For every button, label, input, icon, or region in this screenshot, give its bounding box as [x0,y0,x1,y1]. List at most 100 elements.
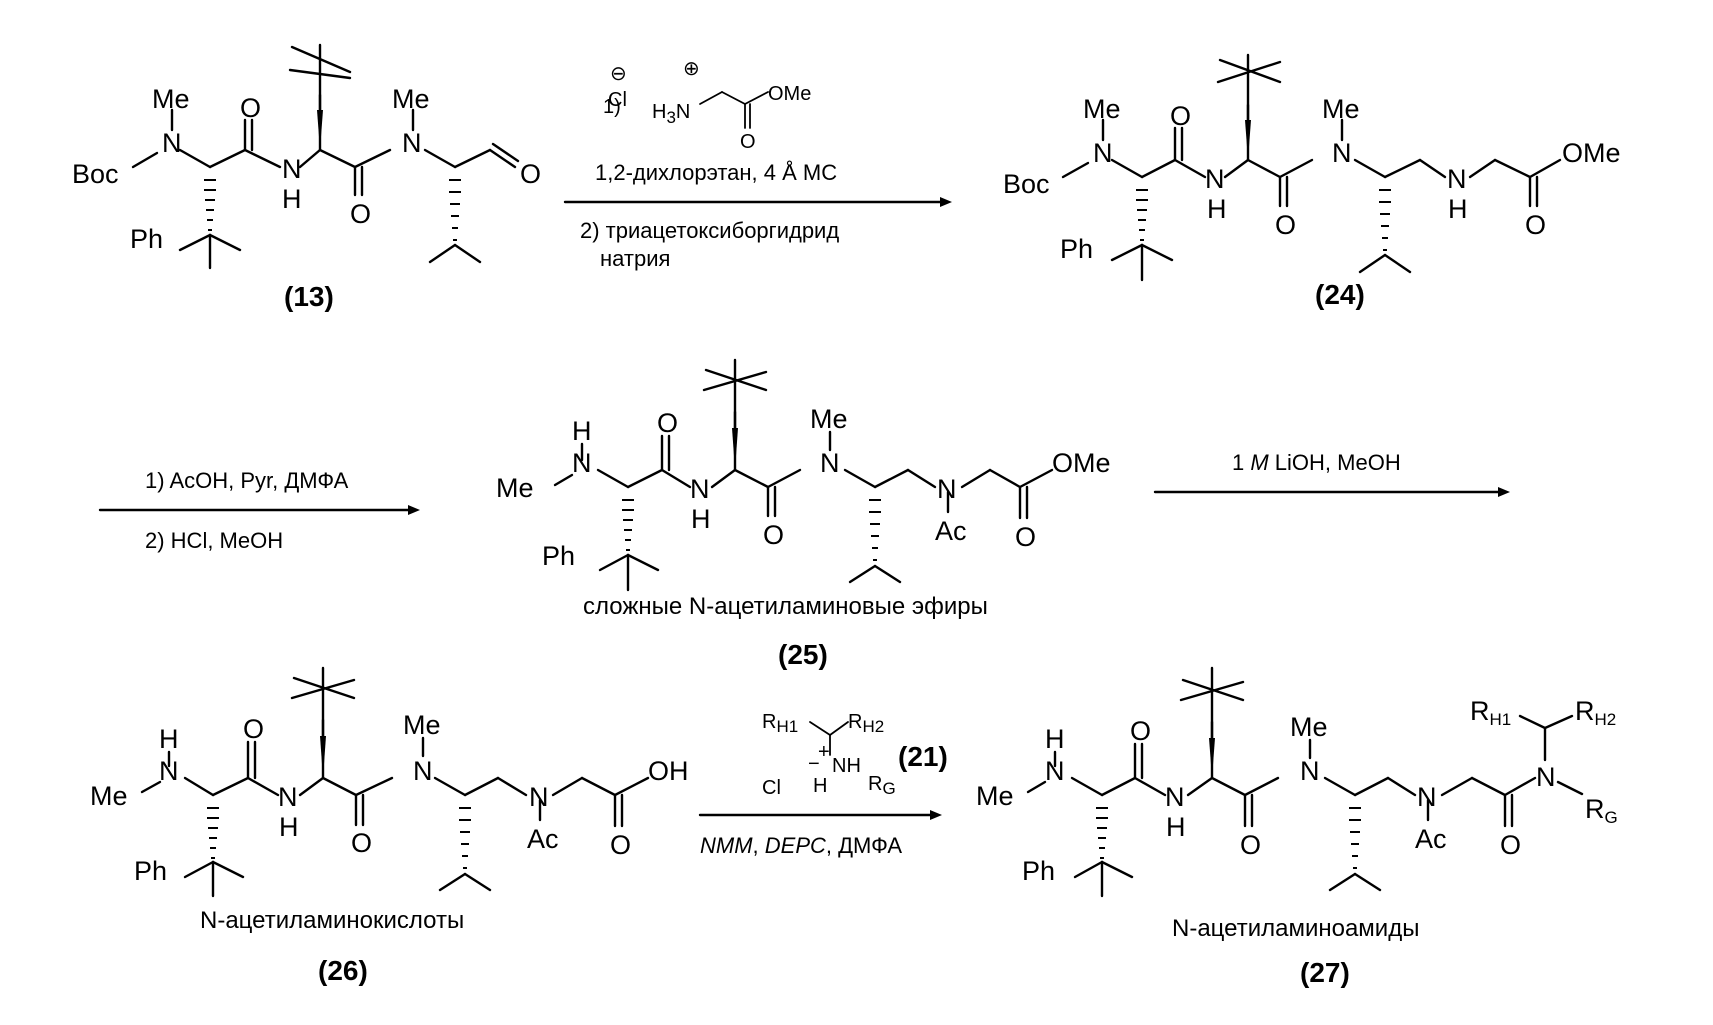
reaction-step-4: RH1 RH2 + − NH Cl H RG (21) NMM, DEPC, Д… [700,711,948,858]
methyl-label: Me [403,710,441,740]
hydrogen-label: H [159,724,179,754]
nitrogen-label: N [1165,782,1185,812]
compound-13: Me N Boc O N H O Me N O Ph (13) [72,45,541,312]
methyl-label: Me [496,473,534,503]
solvent-conditions: 1,2-дихлорэтан, 4 Å МС [595,160,837,185]
acetyl-label: Ac [935,516,967,546]
reducing-agent: 2) триацетоксиборгидрид [580,218,839,243]
hydrogen-label: H [691,504,711,534]
compound-caption: N-ацетиламинокислоты [200,907,464,934]
ammonium-label: H3N [652,101,690,127]
chloride-label: Cl [608,89,627,111]
rh1-label: RH1 [1470,696,1511,729]
methyl-label: Me [1290,712,1328,742]
oxygen-label: O [1240,830,1261,860]
methyl-label: Me [810,404,848,434]
compound-24: Me N Boc O N H O Me N N H O OMe Ph (24) [1003,55,1621,310]
phenyl-label: Ph [1060,234,1093,264]
nitrogen-label: N [1536,762,1556,792]
nitrogen-label: N [278,782,298,812]
nitrogen-label: N [1332,138,1352,168]
oxygen-label: O [240,93,261,123]
reaction-step-3: 1 M LiOH, MeOH [1155,450,1510,497]
compound-number: (25) [778,639,828,670]
oxygen-label: O [520,159,541,189]
oxygen-label: O [1500,830,1521,860]
methyl-label: Me [1083,94,1121,124]
reaction-step-1: 1) ⊖ Cl ⊕ H3N O OMe 1,2-дихлорэтан, 4 Å … [565,58,952,271]
compound-caption: N-ацетиламиноамиды [1172,915,1419,942]
boc-label: Boc [1003,169,1050,199]
phenyl-label: Ph [134,856,167,886]
oxygen-label: O [763,520,784,550]
nitrogen-label: N [1205,164,1225,194]
boc-label: Boc [72,159,119,189]
phenyl-label: Ph [542,541,575,571]
nitrogen-label: N [690,474,710,504]
methyl-label: Me [392,84,430,114]
hydrogen-label: H [279,812,299,842]
methoxy-label: OMe [768,83,811,105]
acetyl-label: Ac [527,824,559,854]
reagent-number: (21) [898,741,948,772]
nitrogen-label: N [159,756,179,786]
hydrogen-label: H [282,184,302,214]
compound-26: H N Me O N H O Me N N Ac O OH Ph N-ацети… [90,668,689,986]
hydrogen-label: H [572,416,592,446]
charge-minus: ⊖ [610,63,627,85]
hydrogen-label: H [1045,724,1065,754]
nitrogen-label: N [282,154,302,184]
reducing-agent-cont: натрия [600,246,670,271]
oxygen-label: O [657,408,678,438]
oxygen-label: O [350,199,371,229]
oxygen-label: O [1015,522,1036,552]
methyl-label: Me [152,84,190,114]
nitrogen-label: N [529,782,549,812]
nitrogen-label: N [162,128,182,158]
rh2-label: RH2 [1575,696,1616,729]
hydrogen-label: H [1448,194,1468,224]
nitrogen-label: N [1045,756,1065,786]
rg-label: RG [868,773,896,798]
methoxy-label: OMe [1052,448,1111,478]
hydrogen-label: H [1166,812,1186,842]
compound-caption: сложные N-ацетиламиновые эфиры [583,593,988,620]
oxygen-label: O [1525,210,1546,240]
phenyl-label: Ph [130,224,163,254]
step-conditions-2: 2) HCl, MeOH [145,528,283,553]
hydrogen-label: H [813,775,827,797]
reaction-step-2: 1) AcOH, Pyr, ДМФА 2) HCl, MeOH [100,468,420,553]
acetyl-label: Ac [1415,824,1447,854]
oxygen-label: O [1275,210,1296,240]
nitrogen-label: N [937,474,957,504]
methoxy-label: OMe [1562,138,1621,168]
charge-plus: + [818,741,830,763]
compound-number: (26) [318,955,368,986]
rg-label: RG [1585,794,1618,827]
compound-number: (13) [284,281,334,312]
oxygen-label: O [1130,716,1151,746]
nitrogen-label: N [820,448,840,478]
compound-number: (27) [1300,957,1350,988]
nitrogen-label: N [572,448,592,478]
methyl-label: Me [976,781,1014,811]
phenyl-label: Ph [1022,856,1055,886]
coupling-conditions: NMM, DEPC, ДМФА [700,833,902,858]
methyl-label: Me [90,781,128,811]
oxygen-label: O [243,714,264,744]
nitrogen-label: N [402,128,422,158]
hydrolysis-conditions: 1 M LiOH, MeOH [1232,450,1401,475]
oxygen-label: O [351,828,372,858]
charge-minus: − [808,753,820,775]
nitrogen-label: N [1093,138,1113,168]
oxygen-label: O [610,830,631,860]
nitrogen-label: N [1300,756,1320,786]
rh1-label: RH1 [762,711,798,736]
rh2-label: RH2 [848,711,884,736]
step-conditions-1: 1) AcOH, Pyr, ДМФА [145,468,349,493]
hydrogen-label: H [1207,194,1227,224]
charge-plus: ⊕ [683,58,700,80]
nitrogen-label: N [413,756,433,786]
nitrogen-label: N [1447,164,1467,194]
